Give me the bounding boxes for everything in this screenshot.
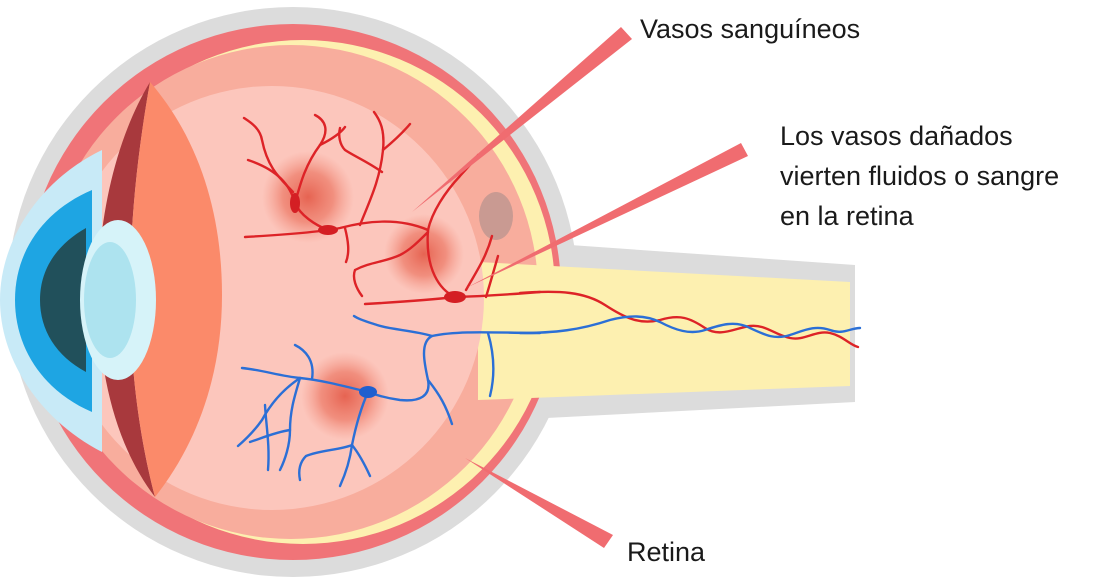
vein-branch: [248, 428, 292, 444]
vessel-node: [359, 386, 377, 398]
crystalline-lens: [130, 82, 222, 497]
pointer-damaged-vessels: [466, 143, 748, 288]
vessel-node: [290, 193, 300, 213]
vein-in-nerve: [518, 315, 862, 339]
vein-trunk: [366, 331, 542, 402]
vessel-node: [444, 291, 466, 303]
vein-branch: [486, 331, 495, 398]
vein-branch: [426, 378, 454, 426]
vein-branch: [350, 443, 372, 478]
vein-branch: [236, 376, 302, 448]
pointer-blood-vessels: [412, 27, 632, 212]
artery-branch: [343, 226, 350, 264]
label-damaged-vessels: Los vasos dañados vierten fluidos o sang…: [780, 121, 1067, 231]
vein-branch: [293, 343, 314, 381]
artery-branch: [243, 220, 430, 239]
label-blood-vessels: Vasos sanguíneos: [640, 14, 860, 44]
label-retina: Retina: [627, 537, 706, 567]
vessel-node: [318, 225, 338, 235]
vein-branch: [298, 443, 354, 482]
vein-branch: [352, 314, 434, 338]
artery-branch: [242, 116, 295, 194]
artery-in-nerve: [518, 290, 860, 349]
label-line: en la retina: [780, 201, 915, 231]
vein-branch: [263, 403, 270, 472]
optic-disc-spot: [479, 192, 513, 240]
hemorrhage-spot: [384, 214, 464, 294]
label-line: Los vasos dañados: [780, 121, 1013, 151]
lens-front-inner: [84, 242, 136, 358]
hemorrhage-spot: [301, 352, 389, 440]
artery-branch: [381, 122, 412, 152]
artery-branch: [318, 125, 347, 147]
artery-branch: [352, 230, 430, 298]
artery-branch: [484, 254, 500, 299]
artery-branch: [338, 126, 384, 174]
pointer-retina: [465, 458, 613, 548]
hemorrhage-spot: [262, 151, 354, 243]
artery-branch: [464, 234, 494, 292]
optic-nerve: [478, 262, 850, 400]
label-line: vierten fluidos o sangre: [780, 161, 1059, 191]
pupil: [40, 228, 86, 372]
